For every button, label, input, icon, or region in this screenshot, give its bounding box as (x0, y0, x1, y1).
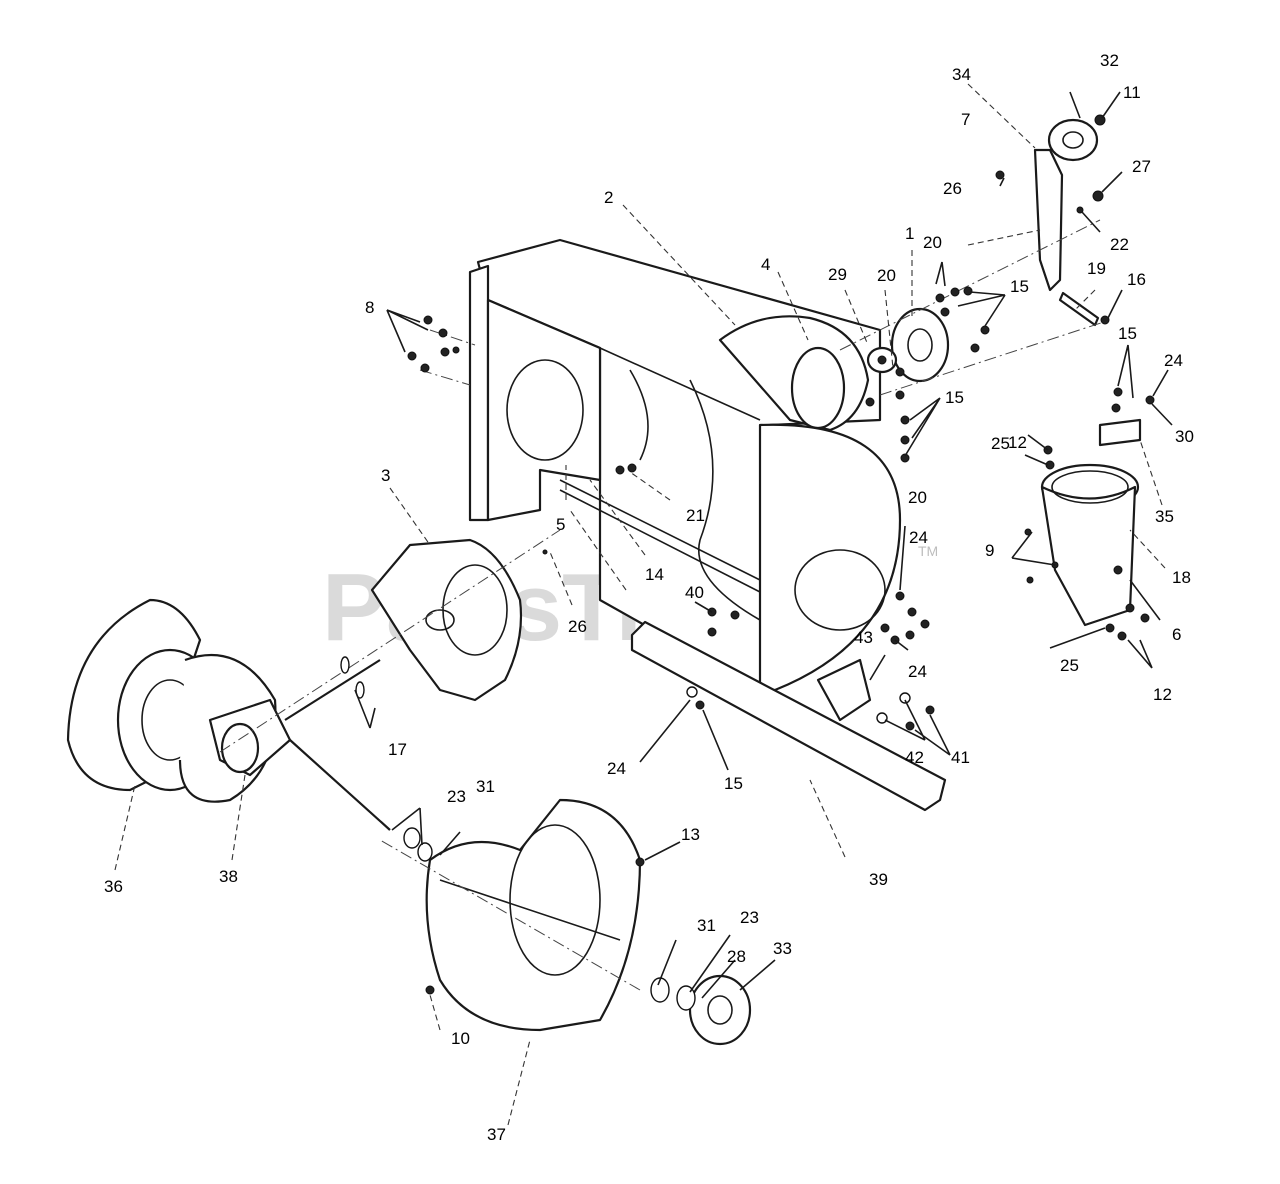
callout-22: 22 (1110, 235, 1129, 254)
callout-31a: 31 (476, 777, 495, 796)
callout-21: 21 (686, 506, 705, 525)
callout-37: 37 (487, 1125, 506, 1144)
bearing-flange (866, 307, 950, 383)
callout-40: 40 (685, 583, 704, 602)
callout-33: 33 (773, 939, 792, 958)
auger-housing (468, 238, 902, 692)
frame-brace (630, 620, 947, 812)
callout-23b: 23 (740, 908, 759, 927)
callout-18: 18 (1172, 568, 1191, 587)
auger-shaft (284, 659, 391, 831)
callout-12a: 12 (1008, 433, 1027, 452)
callout-24c: 24 (908, 662, 927, 681)
callout-13: 13 (681, 825, 700, 844)
gearbox (208, 698, 292, 777)
callout-28: 28 (727, 947, 746, 966)
callout-labels: 2 4 29 20 1 20 15 15 20 34 7 32 11 27 26… (104, 51, 1194, 1144)
callout-24a: 24 (1164, 351, 1183, 370)
callout-8: 8 (365, 298, 374, 317)
callout-41: 41 (951, 748, 970, 767)
idler-bracket (1033, 118, 1100, 327)
callout-15d: 15 (724, 774, 743, 793)
right-auger (425, 798, 642, 1032)
callout-38: 38 (219, 867, 238, 886)
callout-24b: 24 (909, 528, 928, 547)
leader-lines (114, 83, 1166, 1126)
callout-26b: 26 (568, 617, 587, 636)
callout-39: 39 (869, 870, 888, 889)
arrow-leaders (354, 91, 1173, 999)
callout-4: 4 (761, 255, 770, 274)
callout-36: 36 (104, 877, 123, 896)
callout-10: 10 (451, 1029, 470, 1048)
callout-20c: 20 (908, 488, 927, 507)
callout-20b: 20 (923, 233, 942, 252)
callout-11: 11 (1123, 83, 1141, 102)
callout-31b: 31 (697, 916, 716, 935)
chute-adapter (1040, 418, 1142, 627)
callout-2: 2 (604, 188, 613, 207)
callout-1: 1 (905, 224, 914, 243)
callout-16: 16 (1127, 270, 1146, 289)
callout-15a: 15 (1010, 277, 1029, 296)
callout-24d: 24 (607, 759, 626, 778)
callout-25a: 25 (991, 434, 1010, 453)
callout-23a: 23 (447, 787, 466, 806)
callout-34: 34 (952, 65, 971, 84)
callout-26a: 26 (943, 179, 962, 198)
callout-7: 7 (961, 110, 970, 129)
callout-25b: 25 (1060, 656, 1079, 675)
callout-42: 42 (905, 748, 924, 767)
callout-6: 6 (1172, 625, 1181, 644)
assembly-axes (219, 219, 1111, 991)
callout-12b: 12 (1153, 685, 1172, 704)
callout-9: 9 (985, 541, 994, 560)
callout-19: 19 (1087, 259, 1106, 278)
callout-27: 27 (1132, 157, 1151, 176)
bearing-housing (403, 827, 752, 1046)
callout-15b: 15 (945, 388, 964, 407)
callout-43: 43 (854, 628, 873, 647)
callout-30: 30 (1175, 427, 1194, 446)
impeller (370, 538, 523, 702)
callout-14: 14 (645, 565, 664, 584)
callout-35: 35 (1155, 507, 1174, 526)
callout-20a: 20 (877, 266, 896, 285)
callout-5: 5 (556, 515, 565, 534)
callout-29: 29 (828, 265, 847, 284)
callout-32: 32 (1100, 51, 1119, 70)
callout-17: 17 (388, 740, 407, 759)
callout-15c: 15 (1118, 324, 1137, 343)
callout-3: 3 (381, 466, 390, 485)
watermark-trademark: TM (918, 543, 938, 559)
